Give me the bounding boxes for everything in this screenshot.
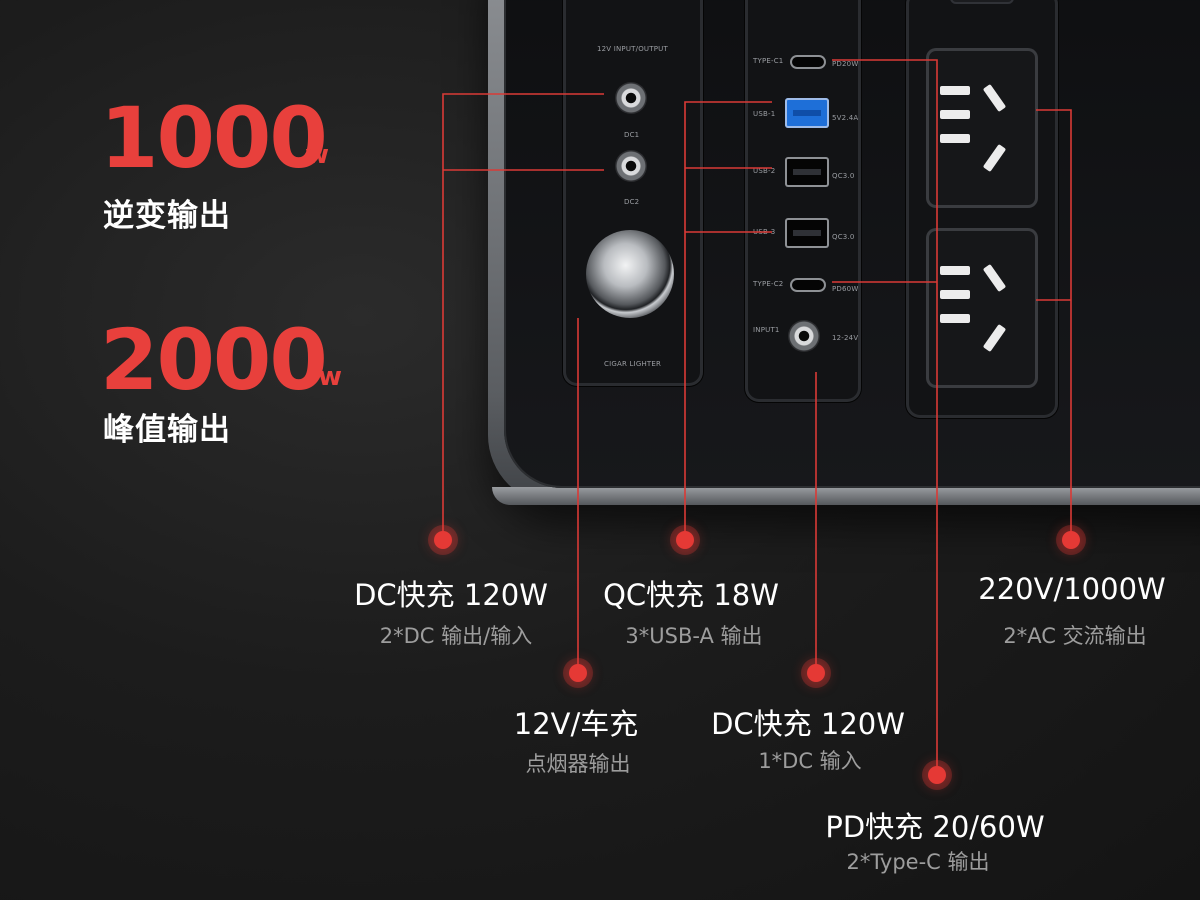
panel-cover-tab [950,0,1014,4]
typec1-label: TYPE-C1 [753,57,784,65]
dc-leader-line [442,93,604,540]
peak-output-value: 2000 [100,311,328,409]
panel-header-label: 12V INPUT/OUTPUT [597,45,668,53]
inverter-output-caption: 逆变输出 [103,198,231,234]
dc-output-panel [563,0,703,386]
qc-fast-charge-sub: 3*USB-A 输出 [625,624,763,648]
typec2-spec: PD60W [832,285,859,293]
usb3-port [785,218,829,248]
callout-dot-ac [1062,531,1080,549]
callout-dot-dc-input [807,664,825,682]
usb2-port [785,157,829,187]
cigar-lighter-socket [586,230,674,318]
usb3-spec: QC3.0 [832,233,855,241]
ac-output-title: 220V/1000W [978,572,1166,606]
typec2-label: TYPE-C2 [753,280,784,288]
input1-port [788,320,820,352]
usb2-label: USB-2 [753,167,776,175]
typec1-spec: PD20W [832,60,859,68]
ac-socket-1 [926,48,1038,208]
pd-leader-line [832,59,938,775]
typec1-port [790,55,826,69]
dc-input-title: DC快充 120W [711,707,905,741]
usb2-spec: QC3.0 [832,172,855,180]
input1-spec: 12-24V [832,334,859,342]
cigar-lighter-label: CIGAR LIGHTER [604,360,662,368]
callout-dot-dc [434,531,452,549]
pd-fast-charge-title: PD快充 20/60W [825,810,1045,844]
dc-fast-charge-sub: 2*DC 输出/输入 [379,624,533,648]
qc-leader-line [684,101,772,540]
typec2-port [790,278,826,292]
pd-fast-charge-sub: 2*Type-C 输出 [846,850,990,874]
dc1-port [615,82,647,114]
inverter-output-unit: w [305,140,330,170]
peak-output-caption: 峰值输出 [103,412,231,448]
callout-dot-pd [928,766,946,784]
usb1-label: USB-1 [753,110,776,118]
ac-output-sub: 2*AC 交流输出 [1003,624,1147,648]
inverter-output-value: 1000 [100,89,328,187]
callout-dot-cigar [569,664,587,682]
callout-dot-qc [676,531,694,549]
usb1-port [785,98,829,128]
ac-socket-2 [926,228,1038,388]
car-charge-sub: 点烟器输出 [525,752,631,776]
dc-input-sub: 1*DC 输入 [758,749,862,773]
dc-fast-charge-title: DC快充 120W [354,578,548,612]
qc-fast-charge-title: QC快充 18W [603,578,779,612]
input1-label: INPUT1 [753,326,780,334]
peak-output-unit: w [318,362,343,392]
dc1-label: DC1 [624,131,640,139]
car-charge-title: 12V/车充 [513,707,639,741]
dc2-label: DC2 [624,198,640,206]
dc2-port [615,150,647,182]
usb1-spec: 5V2.4A [832,114,859,122]
ac-leader-line [1036,109,1072,540]
